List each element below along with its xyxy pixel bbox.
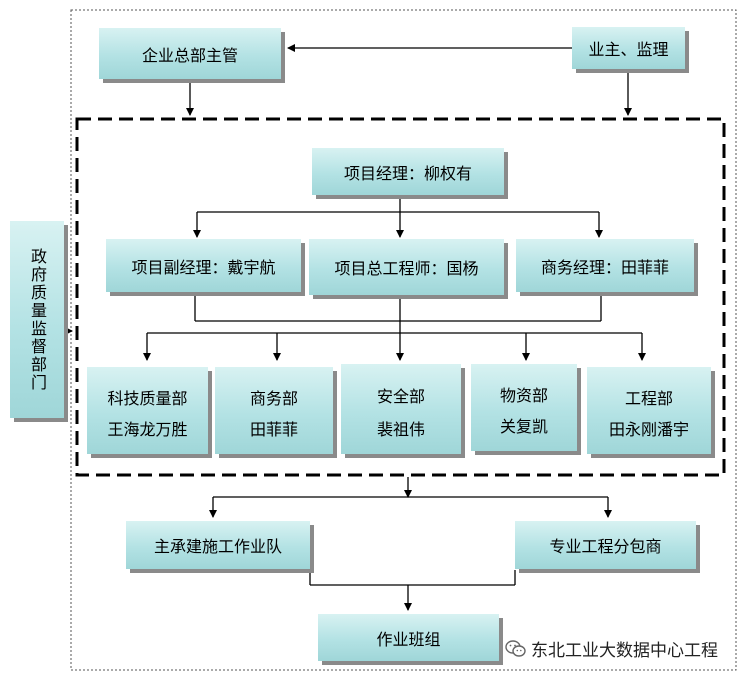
government-label: 政府质量监督部门: [28, 247, 47, 392]
deputy-label-2: 项目总工程师：国杨: [334, 259, 479, 278]
department-person: 王海龙万胜: [107, 420, 188, 440]
subcontractor-label: 专业工程分包商: [549, 537, 662, 556]
project-frame: [75, 117, 726, 477]
work-group-box: 作业班组: [318, 614, 499, 661]
department-name: 物资部: [499, 385, 548, 405]
department-name: 工程部: [624, 388, 673, 408]
enterprise-hq-label: 企业总部主管: [141, 45, 238, 65]
deputy-box-3: 商务经理：田菲菲: [516, 239, 694, 292]
subcontractor-box: 专业工程分包商: [515, 521, 696, 569]
outer-frame: [70, 9, 737, 671]
department-box-1: 科技质量部 王海龙万胜: [87, 367, 208, 454]
department-person: 裴祖伟: [376, 419, 425, 439]
department-box-3: 安全部 裴祖伟: [341, 364, 461, 454]
deputy-label-1: 项目副经理：戴宇航: [131, 257, 276, 277]
deputy-box-1: 项目副经理：戴宇航: [106, 239, 301, 292]
main-contractor-label: 主承建施工作业队: [153, 537, 282, 556]
department-name: 安全部: [376, 386, 425, 406]
project-manager-label: 项目经理：柳权有: [343, 163, 472, 183]
department-person: 关复凯: [499, 417, 548, 437]
department-person: 田菲菲: [249, 420, 298, 440]
project-manager-box: 项目经理：柳权有: [312, 148, 504, 195]
department-name: 科技质量部: [107, 388, 188, 408]
government-box: 政府质量监督部门: [10, 221, 64, 418]
watermark-text: 东北工业大数据中心工程: [531, 641, 718, 661]
deputy-label-3: 商务经理：田菲菲: [540, 257, 669, 277]
department-person: 田永刚潘宇: [608, 420, 689, 440]
department-box-5: 工程部 田永刚潘宇: [587, 367, 711, 454]
department-name: 商务部: [249, 388, 298, 408]
watermark: 东北工业大数据中心工程: [505, 636, 718, 661]
deputy-box-2: 项目总工程师：国杨: [309, 239, 504, 295]
department-box-2: 商务部 田菲菲: [215, 367, 333, 454]
owner-supervisor-label: 业主、监理: [588, 40, 669, 59]
department-box-4: 物资部 关复凯: [471, 364, 577, 451]
owner-supervisor-box: 业主、监理: [572, 27, 685, 69]
work-group-label: 作业班组: [376, 629, 441, 649]
wechat-icon: [505, 639, 526, 657]
enterprise-hq-box: 企业总部主管: [99, 28, 281, 79]
main-contractor-box: 主承建施工作业队: [126, 521, 310, 569]
